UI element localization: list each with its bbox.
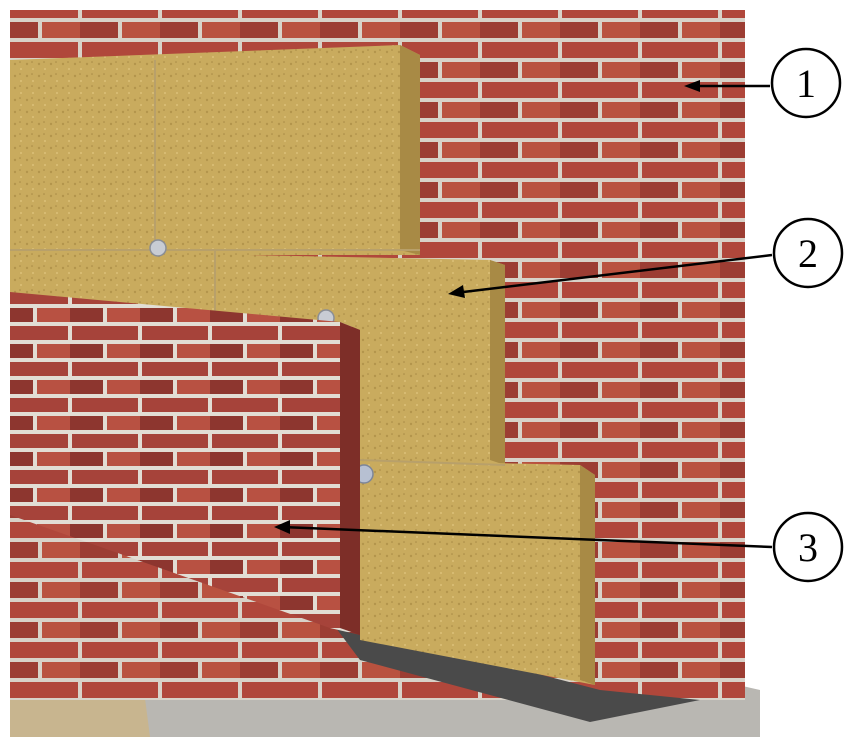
insulation-panel-lower-edge <box>580 465 595 685</box>
callout-3-label: 3 <box>798 525 818 570</box>
callout-2-label: 2 <box>798 231 818 276</box>
insulation-panel-middle-edge <box>490 260 505 465</box>
insulation-panel-upper <box>10 45 420 255</box>
insulation-panel-upper-edge <box>400 45 420 255</box>
callout-1-label: 1 <box>796 61 816 106</box>
anchor-dowel <box>150 240 166 256</box>
facing-brick-edge <box>340 322 360 635</box>
